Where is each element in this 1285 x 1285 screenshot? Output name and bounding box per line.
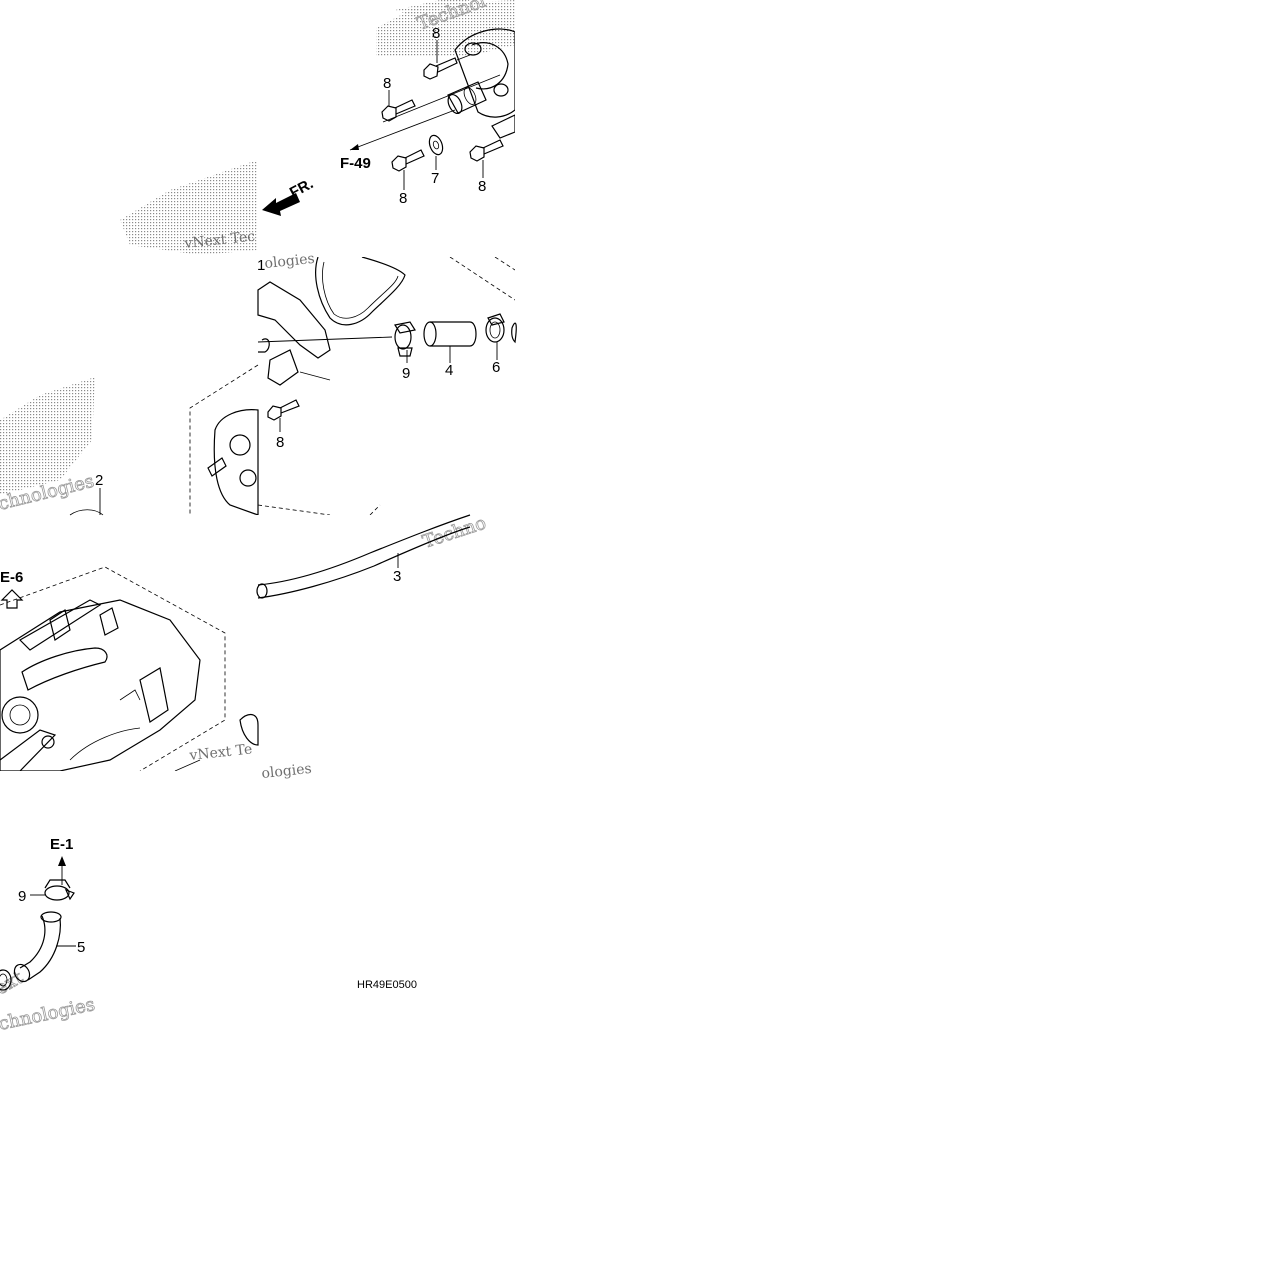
- reference-f49: F-49: [340, 155, 371, 172]
- svg-text:vNext Tec: vNext Tec: [183, 229, 256, 252]
- bolt-8-lower-right: [469, 139, 504, 178]
- cover-gasket: [315, 257, 406, 326]
- callout-6: 6: [492, 359, 500, 376]
- callout-2: 2: [95, 472, 103, 489]
- engine-crankcase: [0, 566, 259, 771]
- water-pipe-3: [256, 514, 471, 599]
- callout-1: 1: [257, 257, 265, 274]
- callout-3: 3: [393, 568, 401, 585]
- mounting-bracket: [257, 257, 515, 386]
- engine-housing-block: [189, 364, 331, 515]
- callout-9: 9: [18, 888, 26, 905]
- callout-5: 5: [77, 939, 85, 956]
- hose-5: [13, 911, 76, 983]
- hose-clamp-lower-left: [0, 969, 12, 991]
- bolt-8-lower-left: [391, 149, 425, 190]
- callout-9: 9: [402, 365, 410, 382]
- watermark-logo-top: [376, 0, 515, 56]
- water-pump-assembly: [447, 28, 515, 139]
- watermark-logo-middle: [120, 160, 257, 255]
- callout-7: 7: [431, 170, 439, 187]
- watermark-logo-left: [0, 377, 95, 495]
- callout-8: 8: [399, 190, 407, 207]
- reference-e6: E-6: [0, 569, 23, 586]
- f49-leader: [349, 109, 456, 151]
- bolt-8-left: [381, 90, 416, 122]
- section-references: F-49 E-6 E-1 FR.: [0, 155, 371, 853]
- svg-text:vNext Te: vNext Te: [188, 741, 253, 764]
- lower-housing-section: [369, 504, 381, 515]
- hose-clamp-9-lower: [30, 856, 75, 901]
- hose-clamp-6: [485, 313, 517, 360]
- reference-e1: E-1: [50, 836, 73, 853]
- part-code-label: HR49E0500: [357, 979, 417, 991]
- svg-text:ext: ext: [0, 967, 27, 1000]
- callout-labels: 8 8 8 8 7 1 9 4 6 8 2 3 9 5: [18, 25, 500, 956]
- upper-arrow-e6: [0, 589, 24, 609]
- callout-4: 4: [445, 362, 453, 379]
- svg-text:chnologies: chnologies: [0, 994, 97, 1035]
- bolt-8-middle: [267, 399, 300, 432]
- hose-clamp-9-upper: [394, 321, 416, 363]
- svg-text:ologies: ologies: [261, 761, 313, 782]
- callout-8: 8: [383, 75, 391, 92]
- washer-7: [428, 134, 444, 170]
- hose-4: [423, 321, 477, 363]
- callout-8: 8: [432, 25, 440, 42]
- watermark-text: Technol vNext Tec ologies chnologies Tec…: [0, 0, 489, 1035]
- callout-8: 8: [276, 434, 284, 451]
- svg-text:ologies: ologies: [264, 251, 316, 272]
- bolt-8-top: [423, 40, 471, 80]
- front-arrow-icon: [262, 193, 300, 216]
- callout-8: 8: [478, 178, 486, 195]
